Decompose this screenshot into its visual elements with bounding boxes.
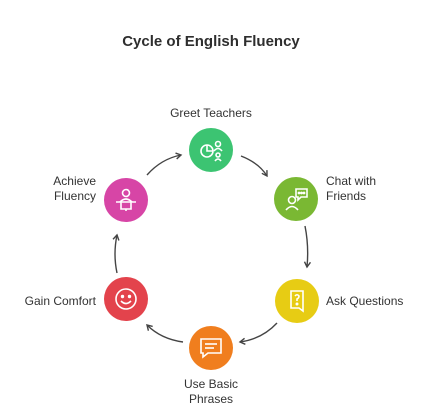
- arrow-comfort-to-achieve: [112, 233, 120, 274]
- diagram-title: Cycle of English Fluency: [122, 33, 300, 50]
- arrow-ask-to-phrases: [238, 322, 278, 345]
- arrow-achieve-to-greet: [146, 152, 183, 176]
- node-achieve-fluency: [104, 178, 148, 222]
- smiley-face-icon: [115, 288, 137, 310]
- label-achieve-fluency: Achieve Fluency: [53, 174, 96, 203]
- classroom-icon: [200, 140, 223, 162]
- node-gain-comfort: [104, 277, 148, 321]
- speaker-podium-icon: [116, 188, 136, 211]
- question-document-icon: [290, 290, 304, 313]
- label-gain-comfort: Gain Comfort: [24, 294, 96, 308]
- label-greet-teachers: Greet Teachers: [170, 106, 252, 120]
- chat-user-icon: [285, 188, 308, 211]
- label-ask-questions: Ask Questions: [326, 294, 404, 308]
- message-lines-icon: [200, 338, 222, 359]
- node-greet-teachers: [189, 128, 233, 172]
- node-ask-questions: [275, 279, 319, 323]
- node-use-basic-phrases: [189, 326, 233, 370]
- label-chat-with-friends: Chat with Friends: [326, 174, 377, 203]
- arrow-greet-to-chat: [240, 155, 268, 178]
- arrow-phrases-to-comfort: [146, 324, 184, 343]
- node-chat-with-friends: [274, 177, 318, 221]
- label-use-basic-phrases: Use Basic Phrases: [183, 377, 239, 406]
- arrow-chat-to-ask: [303, 225, 312, 269]
